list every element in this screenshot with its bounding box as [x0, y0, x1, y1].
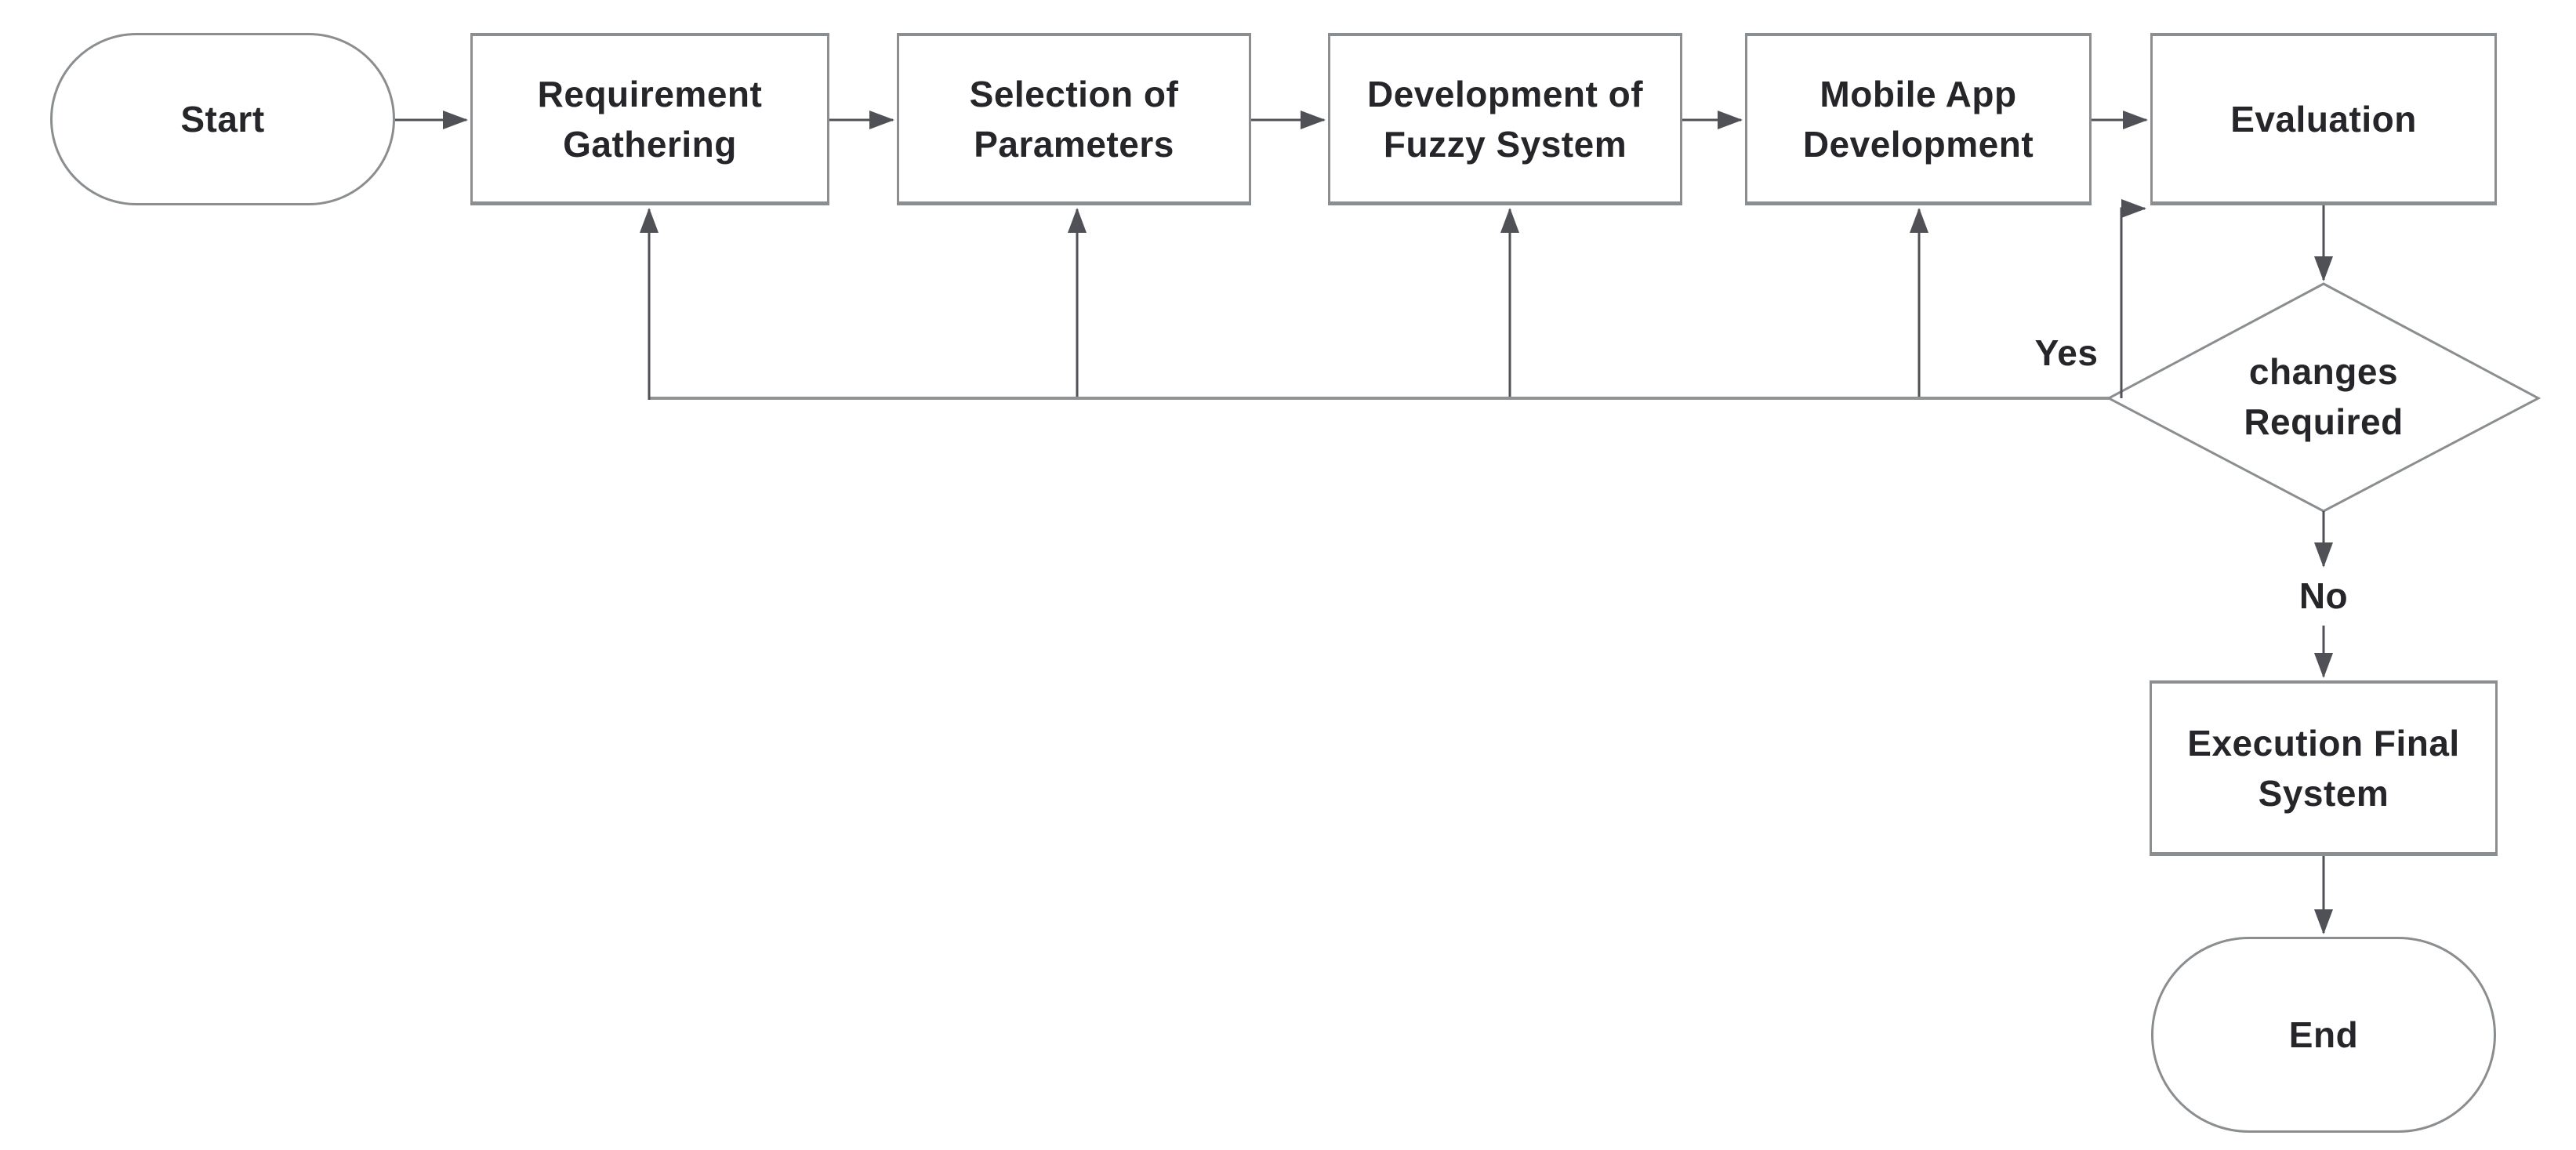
edge-yes-return-to-evaluation	[2120, 199, 2146, 398]
node-evaluation-label: Evaluation	[2230, 98, 2417, 140]
node-start: Start	[50, 33, 395, 205]
node-end: End	[2151, 937, 2496, 1133]
node-end-label: End	[2288, 1014, 2359, 1055]
node-start-label: Start	[180, 99, 265, 140]
edge-label-no: No	[2264, 571, 2383, 621]
node-execution-final-system: Execution Final System	[2150, 680, 2498, 856]
node-evaluation: Evaluation	[2150, 33, 2497, 205]
node-requirement-gathering: Requirement Gathering	[470, 33, 829, 205]
node-changes-required-label: changes Required	[2244, 351, 2404, 442]
edge-label-yes: Yes	[2007, 328, 2126, 378]
edge-label-no-text: No	[2298, 575, 2349, 616]
edge-label-yes-text: Yes	[2034, 332, 2099, 373]
node-changes-required: changes Required	[2206, 342, 2441, 452]
node-development-of-fuzzy-system-label: Development of Fuzzy System	[1366, 73, 1644, 165]
node-development-of-fuzzy-system: Development of Fuzzy System	[1328, 33, 1682, 205]
node-selection-of-parameters: Selection of Parameters	[897, 33, 1251, 205]
node-execution-final-system-label: Execution Final System	[2187, 722, 2460, 814]
node-requirement-gathering-label: Requirement Gathering	[537, 73, 763, 165]
node-mobile-app-development-label: Mobile App Development	[1802, 73, 2034, 165]
node-selection-of-parameters-label: Selection of Parameters	[969, 73, 1179, 165]
node-mobile-app-development: Mobile App Development	[1745, 33, 2092, 205]
